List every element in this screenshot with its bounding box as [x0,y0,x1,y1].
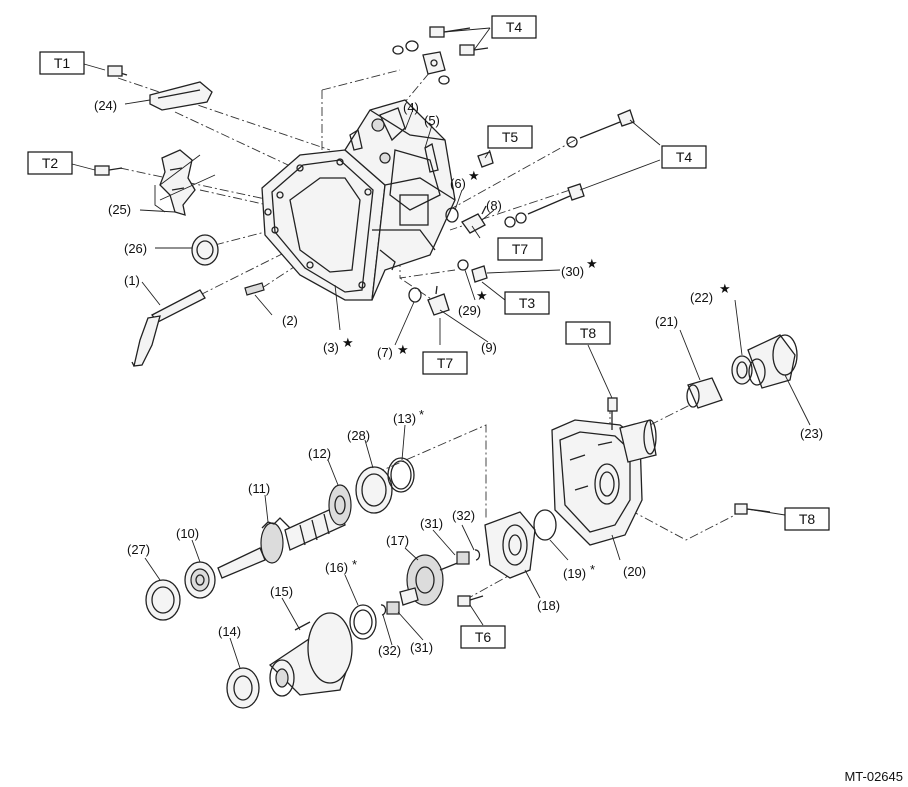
part-label-22: (22) [690,290,713,305]
shift-rod-1 [131,289,206,367]
plug-26 [191,234,219,266]
part-label-32-lower: (32) [378,643,401,658]
part-label-11: (11) [248,481,270,496]
part-label-16: (16) [325,560,348,575]
long-bolts-right [504,109,635,228]
part-label-4: (4) [403,100,419,115]
asterisk-mark: * [590,562,595,577]
seal-22 [731,355,753,385]
torque-box-t7-upper: T7 [497,237,543,261]
part-label-29: (29) [458,303,481,318]
bearing-10 [184,561,216,599]
torque-box-t1: T1 [39,51,85,75]
part-label-3: (3) [323,340,339,355]
extension-housing-20 [551,397,771,546]
torque-box-t6: T6 [460,625,506,649]
part-label-31-lower: (31) [410,640,433,655]
ring-19 [533,509,557,541]
part-label-30: (30) [561,264,584,279]
torque-box-t8-right: T8 [784,507,830,531]
snap-ring-32 [380,549,481,616]
marks: ★ ★ ★ ★ ★ ★ * * * [342,168,731,577]
part-label-2: (2) [282,313,298,328]
torque-code: T4 [676,149,693,165]
bushing-21 [686,377,723,409]
roller-31 [386,551,470,615]
torque-box-t2: T2 [27,151,73,175]
part-label-28: (28) [347,428,370,443]
part-label-17: (17) [386,533,409,548]
part-label-23: (23) [800,426,823,441]
bracket-24 [107,65,213,111]
part-label-15: (15) [270,584,293,599]
shim-13 [387,457,415,493]
part-label-25: (25) [108,202,131,217]
torque-code: T5 [502,129,519,145]
part-label-31-upper: (31) [420,516,443,531]
asterisk-mark: * [352,557,357,572]
star-mark: ★ [342,335,354,350]
part-labels: (24) (4) (5) (6) (8) (25) (26) (1) (2) (… [94,98,823,658]
torque-box-t3: T3 [504,291,550,315]
part-label-5: (5) [424,113,440,128]
part-label-19: (19) [563,566,586,581]
star-mark: ★ [468,168,480,183]
torque-code: T8 [580,325,597,341]
shaft-11 [217,504,346,579]
part-label-12: (12) [308,446,331,461]
torque-box-t4-right: T4 [661,145,707,169]
torque-code: T2 [42,155,59,171]
diagram-code: MT-02645 [844,769,903,784]
part-label-7: (7) [377,345,393,360]
part-label-13: (13) [393,411,416,426]
torque-code: T4 [506,19,523,35]
torque-code: T7 [437,355,454,371]
leader-lines [71,27,811,669]
dust-cover-23 [747,334,798,389]
part-label-18: (18) [537,598,560,613]
top-bolts [392,26,489,85]
torque-code: T6 [475,629,492,645]
torque-code: T1 [54,55,71,71]
shim-16 [349,604,377,640]
part-label-26: (26) [124,241,147,256]
bearing-28 [355,466,393,514]
bearing-14 [226,667,260,709]
part-label-6: (6) [450,176,466,191]
star-mark: ★ [719,281,731,296]
part-label-1: (1) [124,273,140,288]
part-label-10: (10) [176,526,199,541]
transmission-case [261,99,456,301]
part-label-9: (9) [481,340,497,355]
part-label-24: (24) [94,98,117,113]
torque-code: T3 [519,295,536,311]
part-label-20: (20) [623,564,646,579]
part-label-32-upper: (32) [452,508,475,523]
star-mark: ★ [586,256,598,271]
bracket-25 [94,149,196,216]
part-label-8: (8) [486,198,502,213]
asterisk-mark: * [419,407,424,422]
key-2 [244,282,265,296]
torque-box-t7-lower: T7 [422,351,468,375]
gear-12 [328,484,352,526]
bearing-27 [145,579,181,621]
star-mark: ★ [476,288,488,303]
part-label-14: (14) [218,624,241,639]
torque-box-t4-top: T4 [491,15,537,39]
star-mark: ★ [397,342,409,357]
torque-box-t5: T5 [487,125,533,149]
cover-18 [457,511,536,607]
small-parts-right [408,151,494,316]
part-label-21: (21) [655,314,678,329]
part-label-27: (27) [127,542,150,557]
torque-code: T8 [799,511,816,527]
torque-box-t8-upper: T8 [565,321,611,345]
clutch-drum-15 [268,612,353,697]
gear-17 [399,554,466,606]
torque-code: T7 [512,241,529,257]
